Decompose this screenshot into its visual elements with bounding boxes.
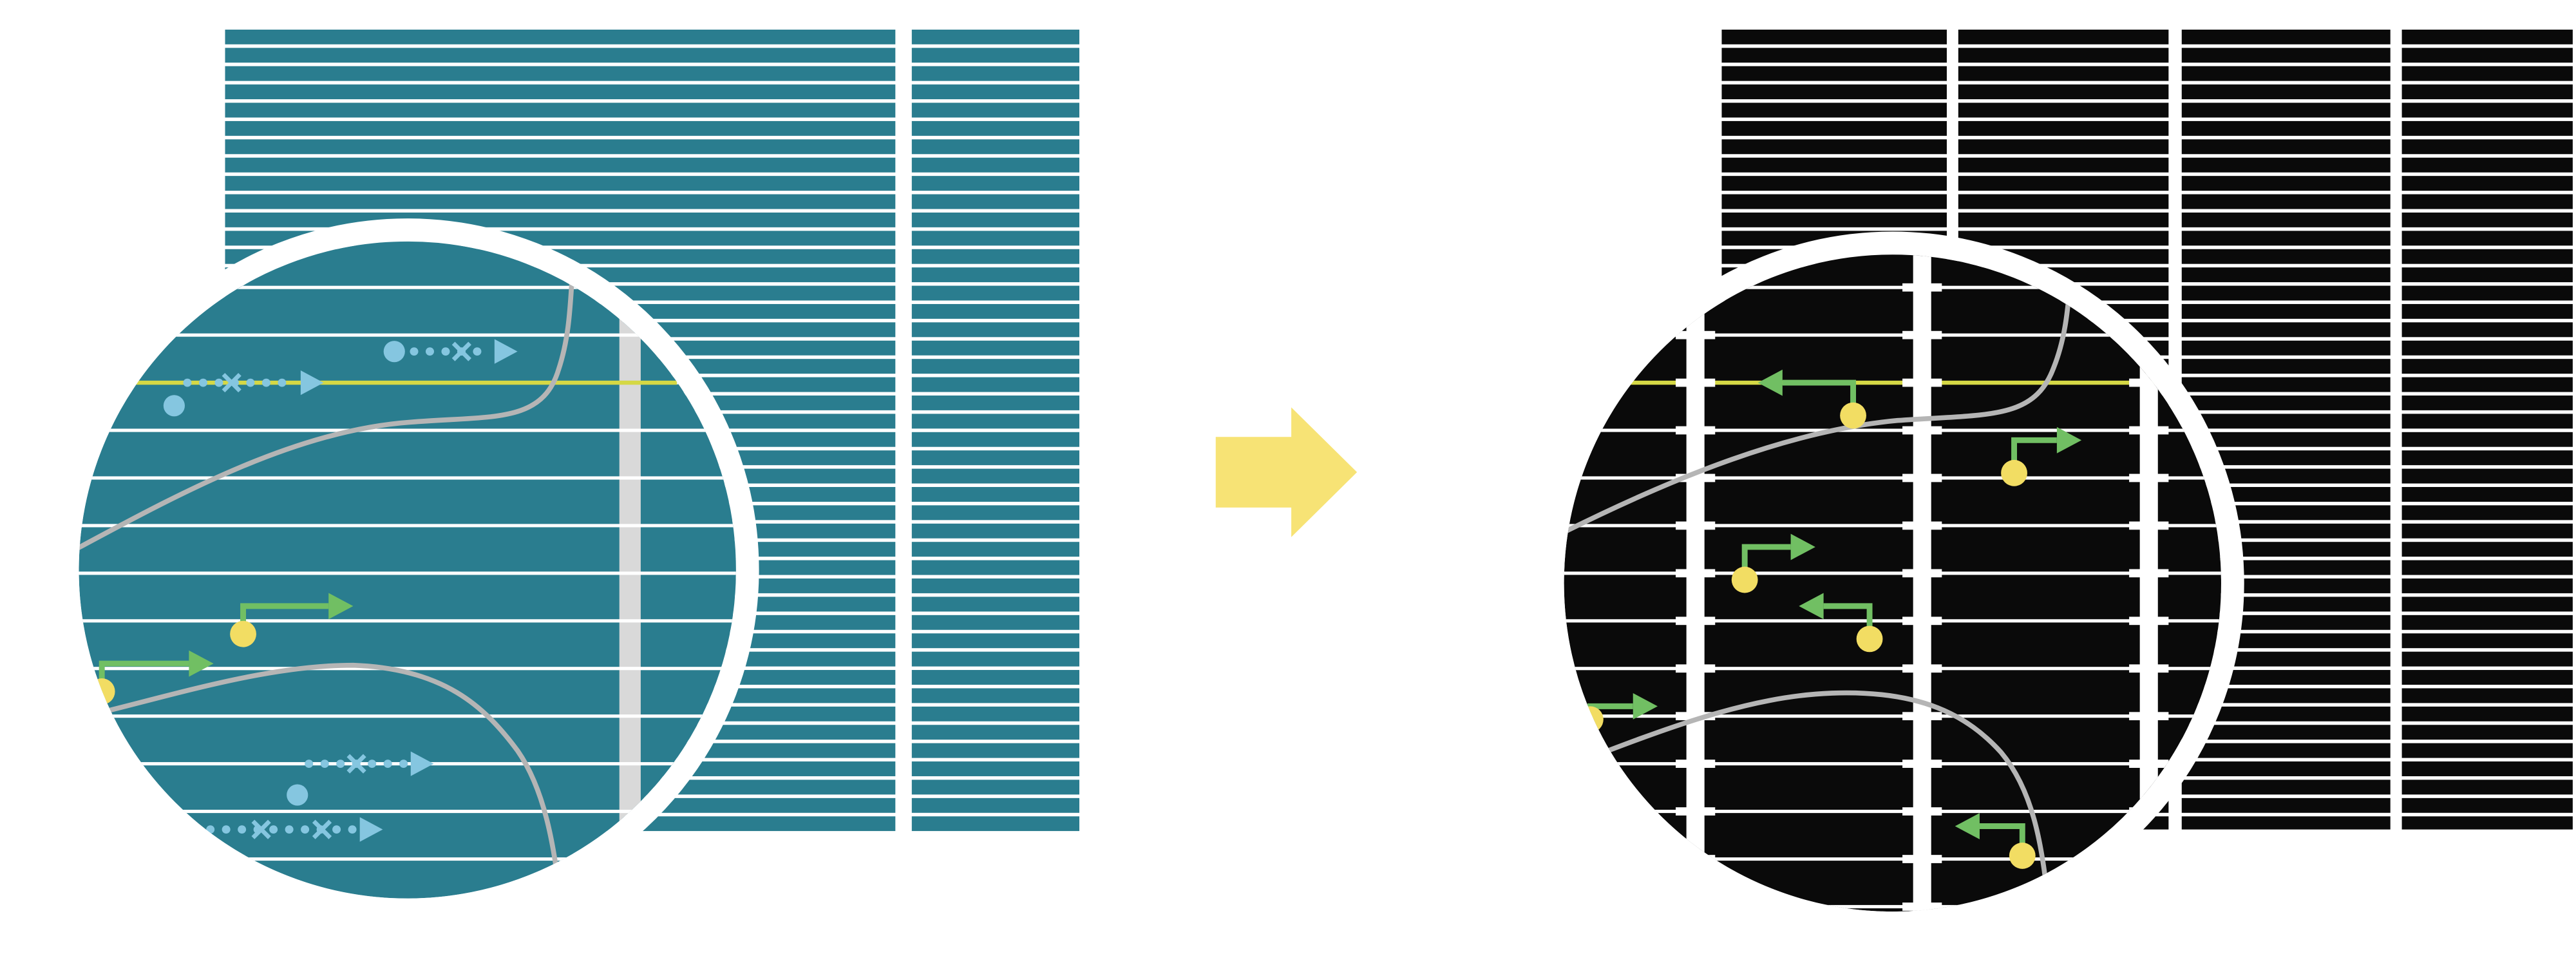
left-carrier-markers bbox=[88, 339, 518, 860]
busbar-tick bbox=[1902, 712, 1942, 721]
collection-path bbox=[230, 593, 354, 647]
busbar-tick bbox=[1902, 807, 1942, 816]
magnified-stripe-overlay bbox=[79, 241, 736, 899]
busbar-tick bbox=[2129, 712, 2169, 721]
diffusion-path bbox=[163, 370, 324, 417]
busbar-tick bbox=[1902, 902, 1942, 911]
busbar-tick bbox=[1902, 473, 1942, 482]
grain-boundary-curve bbox=[1564, 254, 2081, 537]
grain-boundary-curve bbox=[1564, 690, 2051, 907]
recombination-cross bbox=[222, 372, 242, 393]
magnified-stripe-overlay bbox=[1564, 254, 2221, 912]
busbar-tick bbox=[1676, 807, 1716, 816]
left-magnifier bbox=[55, 218, 759, 922]
busbar-tick bbox=[1676, 616, 1716, 625]
busbar-tick bbox=[2129, 664, 2169, 673]
recombination-cross bbox=[346, 754, 366, 774]
arrowhead-icon bbox=[2056, 426, 2082, 454]
grain-boundary-curve bbox=[79, 662, 565, 899]
arrowhead-icon bbox=[1955, 813, 1980, 839]
arrowhead-icon bbox=[410, 751, 434, 776]
arrowhead-icon bbox=[1790, 533, 1815, 560]
busbar-tick bbox=[1902, 759, 1942, 769]
busbar-tick bbox=[1902, 283, 1942, 292]
collection-path bbox=[1955, 813, 2036, 869]
busbar-tick bbox=[1676, 330, 1716, 339]
arrowhead-icon bbox=[328, 593, 354, 620]
arrowhead-icon bbox=[300, 370, 324, 396]
busbar-tick bbox=[1902, 616, 1942, 625]
busbar-tick bbox=[1902, 569, 1942, 578]
carrier-dot bbox=[287, 784, 308, 806]
busbar-tick bbox=[1676, 664, 1716, 673]
right-magnifier bbox=[1540, 231, 2244, 935]
busbar-tick bbox=[2129, 521, 2169, 530]
grain-boundary-curve bbox=[79, 241, 581, 553]
busbar-tick bbox=[2129, 473, 2169, 482]
busbar-tick bbox=[2129, 426, 2169, 435]
recombination-cross bbox=[451, 341, 471, 361]
busbar-tick bbox=[1676, 759, 1716, 769]
busbar-tick bbox=[1676, 426, 1716, 435]
collection-path bbox=[2001, 426, 2082, 486]
arrowhead-icon bbox=[1633, 692, 1658, 720]
carrier-dot bbox=[383, 341, 405, 363]
busbar-tick bbox=[1902, 521, 1942, 530]
arrowhead-icon bbox=[359, 817, 383, 842]
diffusion-path bbox=[383, 339, 518, 364]
cell-segment bbox=[2401, 29, 2573, 830]
arrowhead-icon bbox=[1799, 593, 1824, 620]
busbar-tick bbox=[2129, 759, 2169, 769]
busbar-tick bbox=[2129, 616, 2169, 625]
recombination-cross bbox=[312, 819, 332, 839]
busbar-tick bbox=[2129, 902, 2169, 911]
arrowhead-icon bbox=[189, 650, 214, 677]
carrier-dot bbox=[1840, 402, 1866, 429]
busbar-tick bbox=[1902, 378, 1942, 387]
busbar-tick bbox=[1676, 902, 1716, 911]
busbar-tick bbox=[1676, 521, 1716, 530]
collection-path bbox=[1757, 369, 1866, 429]
cell-segment bbox=[911, 29, 1080, 832]
collection-path bbox=[1731, 533, 1815, 593]
busbar-tick bbox=[1902, 855, 1942, 863]
arrowhead-icon bbox=[494, 339, 518, 364]
busbar-tick bbox=[1902, 664, 1942, 673]
recombination-cross bbox=[251, 819, 271, 839]
busbar bbox=[1686, 254, 1705, 912]
busbar-tick bbox=[1902, 426, 1942, 435]
collection-path bbox=[1799, 593, 1883, 653]
arrowhead-icon bbox=[1757, 369, 1783, 396]
carrier-dot bbox=[163, 395, 185, 417]
busbar-tick bbox=[2129, 569, 2169, 578]
left-magnifier-content bbox=[79, 241, 736, 899]
carrier-dot bbox=[2009, 843, 2036, 869]
busbar-tick bbox=[1676, 378, 1716, 387]
transition-arrow-icon bbox=[1215, 407, 1358, 537]
carrier-dot bbox=[2001, 459, 2027, 486]
diffusion-path bbox=[287, 751, 434, 806]
magnifier-ring bbox=[1540, 231, 2244, 935]
carrier-dot bbox=[230, 620, 256, 647]
magnifier-ring bbox=[55, 218, 759, 922]
carrier-dot bbox=[1731, 566, 1758, 593]
busbar-tick bbox=[1676, 236, 1715, 244]
busbar-tick bbox=[1902, 330, 1942, 339]
carrier-dot bbox=[1856, 625, 1883, 653]
right-carrier-markers bbox=[1577, 369, 2082, 869]
busbar bbox=[1913, 254, 1931, 912]
busbar-tick bbox=[1676, 569, 1716, 578]
busbar-tick bbox=[2129, 855, 2169, 863]
